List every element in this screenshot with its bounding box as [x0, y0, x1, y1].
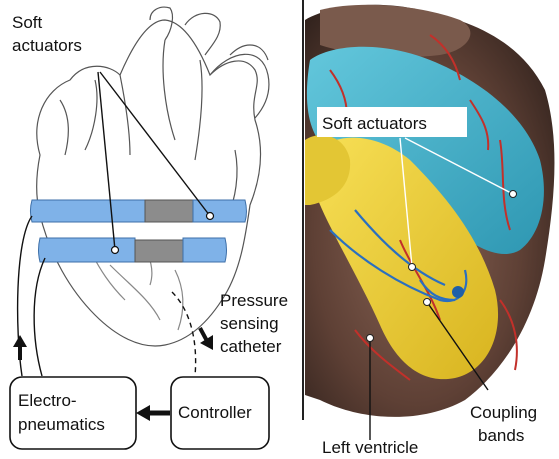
- actuator-band-lower: [39, 238, 227, 262]
- left-arrow-icon: [136, 405, 170, 421]
- coupling-knot: [452, 286, 464, 298]
- electro-box-line2: pneumatics: [18, 415, 105, 434]
- coupling-label-line1: Coupling: [470, 403, 537, 422]
- leader-dot: [112, 247, 119, 254]
- soft-actuators-label-left-line2: actuators: [12, 36, 82, 55]
- down-arrow-icon: [200, 328, 213, 350]
- up-arrow-icon: [13, 335, 27, 360]
- leader-dot: [367, 335, 374, 342]
- actuator-band-upper: [31, 200, 247, 222]
- soft-actuators-label-left-line1: Soft: [12, 13, 43, 32]
- pressure-label-line2: sensing: [220, 314, 279, 333]
- leader-dot: [424, 299, 431, 306]
- coupling-label-line2: bands: [478, 426, 524, 445]
- catheter-line: [172, 292, 196, 376]
- pressure-label-line1: Pressure: [220, 291, 288, 310]
- leader-dot: [207, 213, 214, 220]
- heart-photo: [300, 0, 559, 420]
- left-ventricle-label: Left ventricle: [322, 438, 418, 457]
- electro-pneumatics-box: [10, 377, 136, 449]
- leader-dot: [510, 191, 517, 198]
- electro-box-line1: Electro-: [18, 391, 77, 410]
- soft-actuators-leaders-left: [98, 72, 210, 250]
- pressure-label-line3: catheter: [220, 337, 282, 356]
- leader-dot: [409, 264, 416, 271]
- soft-actuators-label-right: Soft actuators: [322, 114, 427, 133]
- controller-box-label: Controller: [178, 403, 252, 422]
